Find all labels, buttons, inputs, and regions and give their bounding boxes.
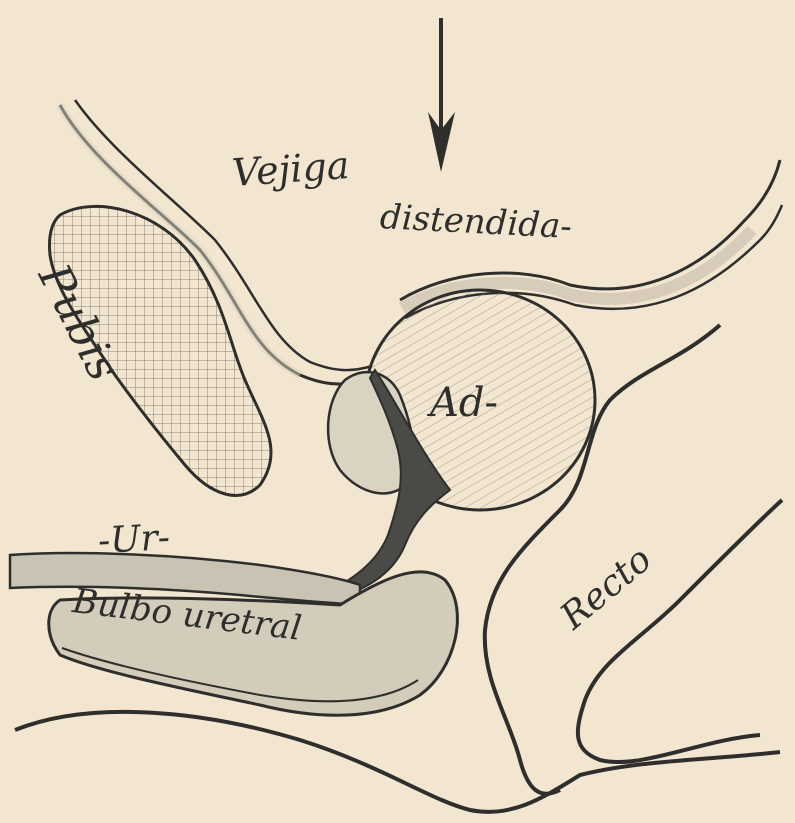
perineum-line (15, 712, 780, 812)
label-vejiga: Vejiga (231, 146, 351, 192)
label-distendida: distendida- (379, 200, 572, 244)
label-urethra: -Ur- (97, 520, 171, 560)
down-arrow-icon (428, 18, 455, 172)
rectum-inner-wall (578, 500, 782, 762)
label-adenoma: Ad- (430, 383, 498, 423)
